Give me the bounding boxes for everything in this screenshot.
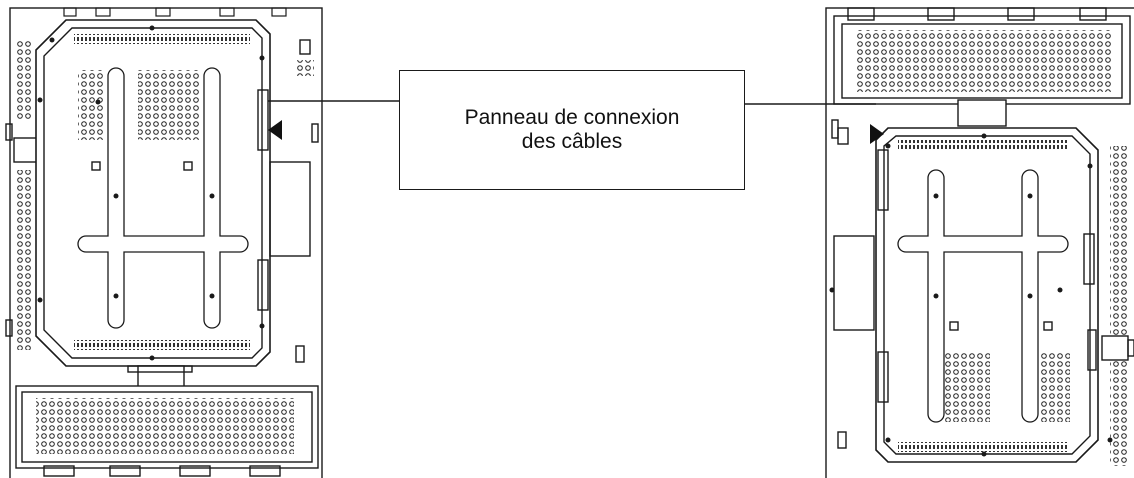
right-stand-bracket <box>957 99 1007 127</box>
left-screws <box>37 25 265 361</box>
right-vent-grid-2 <box>1040 352 1070 422</box>
right-top-vent <box>856 30 1112 92</box>
right-connector-arrow <box>870 124 884 144</box>
left-vent-strip-1 <box>16 40 32 120</box>
right-monitor <box>825 7 1134 478</box>
left-cable-cutout <box>269 161 311 257</box>
left-bottom-vent <box>36 398 294 454</box>
left-hinge <box>13 137 39 163</box>
callout-line-2: des câbles <box>521 130 623 153</box>
left-vent-grid-2 <box>138 70 200 140</box>
right-vent-grid-1 <box>944 352 990 422</box>
left-vent-strip-2 <box>16 170 32 350</box>
left-monitor <box>5 7 323 478</box>
left-vesa-cross <box>77 67 249 329</box>
right-top-hatch <box>898 140 1068 150</box>
callout-line-1: Panneau de connexion <box>464 106 680 129</box>
left-bottom-hatch <box>74 340 250 350</box>
right-bottom-hatch <box>898 442 1068 452</box>
left-vent-grid-1 <box>78 70 104 140</box>
right-vent-strip <box>1110 146 1128 466</box>
left-vent-strip-3 <box>296 60 314 76</box>
left-top-hatch <box>74 34 250 44</box>
left-top-brackets <box>63 7 287 17</box>
callout-box: Panneau de connexion des câbles <box>399 70 745 190</box>
left-connector-arrow <box>268 120 282 140</box>
right-hinge <box>1101 335 1129 361</box>
right-cable-cutout <box>833 235 875 331</box>
right-vesa-cross <box>897 169 1069 423</box>
